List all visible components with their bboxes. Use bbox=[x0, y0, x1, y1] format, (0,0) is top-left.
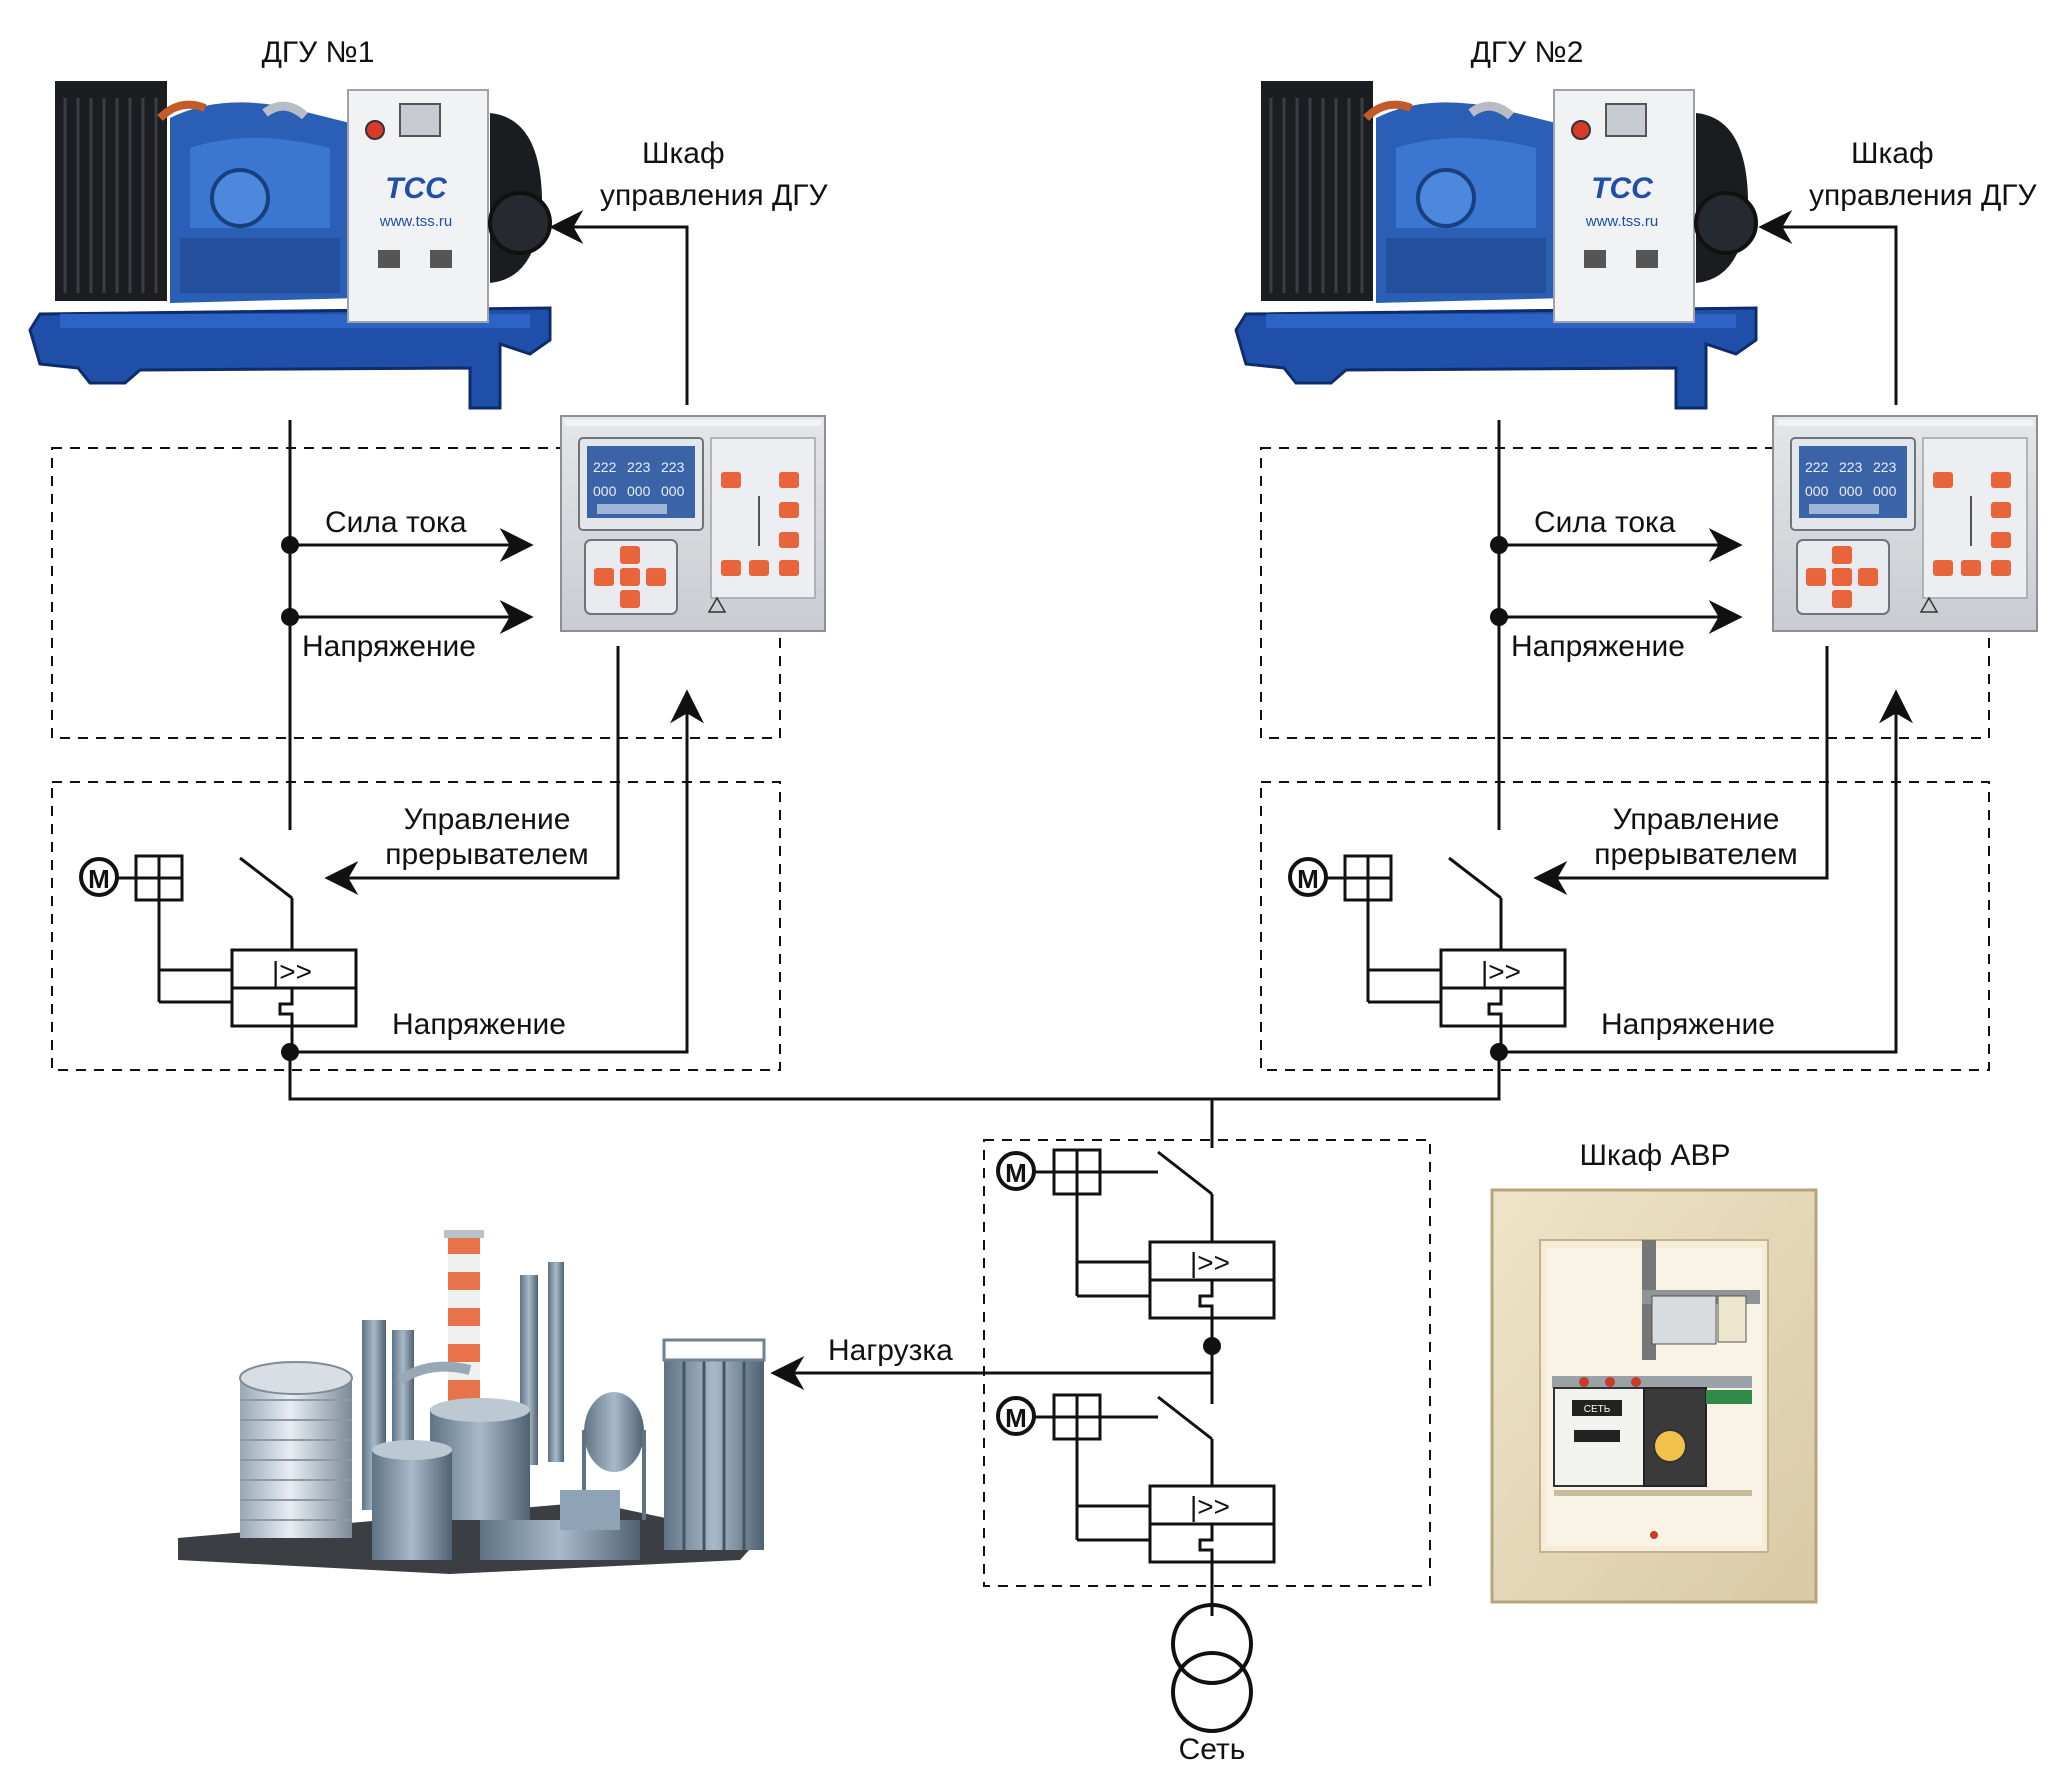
dgu-1-circuit-breaker-symbol: M |>> bbox=[79, 854, 358, 1052]
control-cabinet-label-line-1: Шкаф bbox=[1851, 137, 1934, 170]
controller-value-4: 000 bbox=[593, 483, 617, 499]
control-cabinet-label-line-2: управления ДГУ bbox=[600, 179, 829, 212]
load-label: Нагрузка bbox=[828, 1334, 953, 1367]
controller-value-6: 000 bbox=[1873, 483, 1897, 499]
controller-value-3: 223 bbox=[1873, 459, 1897, 475]
breaker-control-label-line-2: прерывателем bbox=[385, 838, 588, 871]
overcurrent-relay-label: |>> bbox=[1190, 1247, 1230, 1278]
node-dot bbox=[1490, 536, 1508, 554]
current-label: Сила тока bbox=[325, 506, 467, 539]
overcurrent-relay-label: |>> bbox=[272, 956, 312, 987]
load-node-dot bbox=[1203, 1337, 1221, 1355]
generator-set-1-image: TCC www.tss.ru bbox=[28, 81, 552, 410]
motor-icon-label: M bbox=[1297, 864, 1319, 894]
dgu-1-breaker-box bbox=[51, 781, 781, 1071]
controller-value-5: 000 bbox=[1839, 483, 1863, 499]
generator-site-text: www.tss.ru bbox=[379, 213, 453, 230]
node-dot bbox=[1490, 608, 1508, 626]
controller-value-1: 222 bbox=[1805, 459, 1829, 475]
controller-value-2: 223 bbox=[1839, 459, 1863, 475]
common-bus bbox=[288, 1052, 1501, 1101]
dgu-2-section: ДГУ №2 TCC www.tss.ru bbox=[1234, 36, 2038, 1071]
generator-set-2-image: TCC www.tss.ru bbox=[1234, 81, 1758, 410]
controller-value-6: 000 bbox=[661, 483, 685, 499]
generator-logo-text: TCC bbox=[385, 172, 448, 205]
motor-icon-label: M bbox=[88, 864, 110, 894]
controller-value-5: 000 bbox=[627, 483, 651, 499]
generator-site-text: www.tss.ru bbox=[1585, 213, 1659, 230]
dgu-1-title: ДГУ №1 bbox=[262, 36, 375, 69]
control-cabinet-label-line-1: Шкаф bbox=[642, 137, 725, 170]
dgu-1-wiring bbox=[288, 210, 704, 1054]
breaker-control-label-line-1: Управление bbox=[404, 803, 571, 836]
dgu-1-controller-image: 222 223 223 000 000 000 bbox=[560, 415, 826, 632]
overcurrent-relay-label: |>> bbox=[1190, 1491, 1230, 1522]
avr-cabinet-title: Шкаф АВР bbox=[1579, 1139, 1730, 1172]
voltage-label: Напряжение bbox=[302, 630, 476, 663]
dgu-2-breaker-box bbox=[1260, 781, 1990, 1071]
voltage-label: Напряжение bbox=[1511, 630, 1685, 663]
grid-transformer-symbol bbox=[1171, 1603, 1253, 1733]
controller-value-3: 223 bbox=[661, 459, 685, 475]
dgu-2-controller-image: 222 223 223 000 000 000 bbox=[1772, 415, 2038, 632]
breaker-control-label-line-2: прерывателем bbox=[1594, 838, 1797, 871]
node-dot bbox=[281, 536, 299, 554]
avr-switch-label: СЕТЬ bbox=[1584, 1404, 1611, 1415]
controller-value-2: 223 bbox=[627, 459, 651, 475]
dgu-2-title: ДГУ №2 bbox=[1471, 36, 1584, 69]
overcurrent-relay-label: |>> bbox=[1481, 956, 1521, 987]
motor-icon-label: M bbox=[1005, 1403, 1027, 1433]
node-dot bbox=[281, 608, 299, 626]
controller-value-4: 000 bbox=[1805, 483, 1829, 499]
current-label: Сила тока bbox=[1534, 506, 1676, 539]
avr-cabinet-image: СЕТЬ bbox=[1490, 1188, 1818, 1604]
control-cabinet-label-line-2: управления ДГУ bbox=[1809, 179, 2038, 212]
voltage-label-breaker: Напряжение bbox=[392, 1008, 566, 1041]
motor-icon-label: M bbox=[1005, 1158, 1027, 1188]
generator-logo-text: TCC bbox=[1591, 172, 1654, 205]
dgu-2-circuit-breaker-symbol: M |>> bbox=[1288, 854, 1567, 1052]
grid-label: Сеть bbox=[1179, 1733, 1246, 1766]
controller-value-1: 222 bbox=[593, 459, 617, 475]
breaker-control-label-line-1: Управление bbox=[1613, 803, 1780, 836]
ats-switching-section: M |>> M |>> Нагрузка bbox=[770, 1139, 1431, 1766]
dgu-1-section: ДГУ №1 TCC www.tss.ru bbox=[28, 36, 829, 1071]
voltage-label-breaker: Напряжение bbox=[1601, 1008, 1775, 1041]
industrial-plant-load-image bbox=[178, 1230, 766, 1574]
ats-box bbox=[983, 1139, 1431, 1587]
